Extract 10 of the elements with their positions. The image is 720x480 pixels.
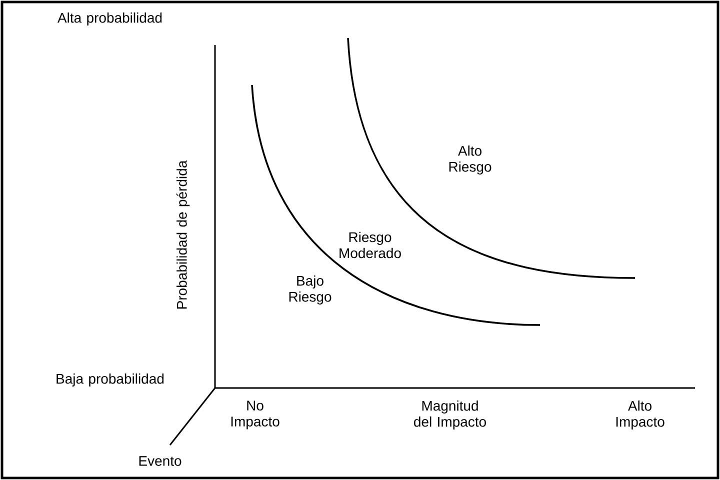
region-label: Riesgo Moderado (340, 232, 401, 258)
tick-label: Alto Impacto (616, 400, 664, 430)
tick-label: Magnitud del Impacto (414, 400, 486, 430)
axis-title: Probabilidad de pérdida (176, 160, 190, 309)
region-label: Alto Riesgo (449, 145, 492, 175)
tick-label: No Impacto (231, 400, 280, 430)
axis-label: Alta probabilidad (58, 12, 162, 26)
axis-label: Evento (139, 456, 182, 466)
axis-label: Baja probabilidad (56, 373, 164, 387)
region-label: Bajo Riesgo (289, 275, 332, 305)
